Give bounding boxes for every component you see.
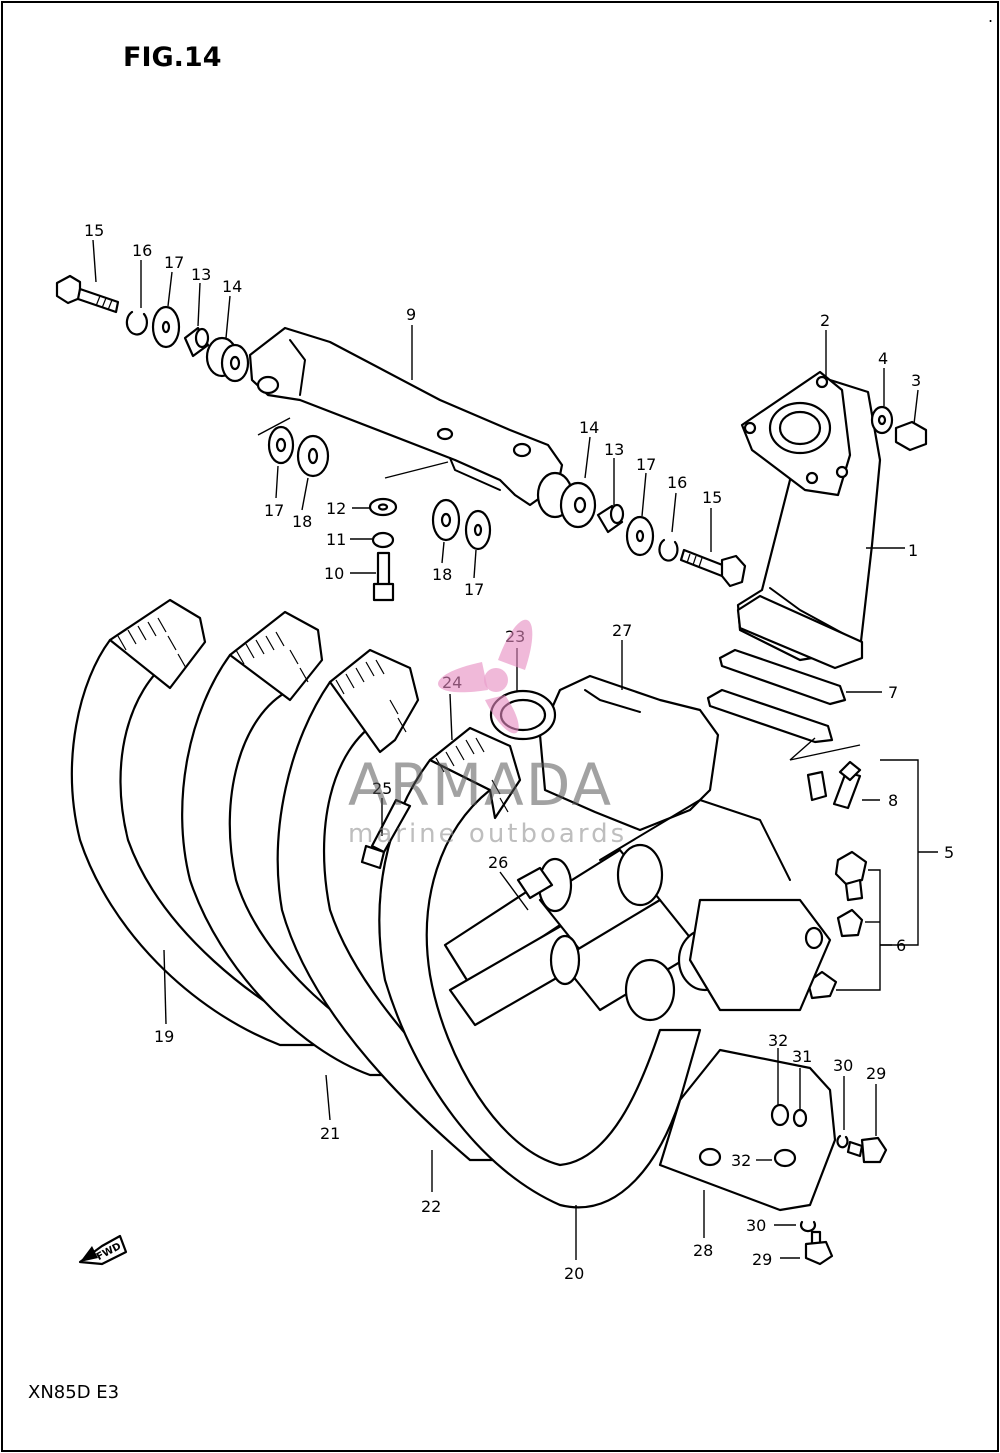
washer-16-right bbox=[658, 538, 679, 562]
corner-mark: . bbox=[988, 7, 993, 26]
callout-25: 25 bbox=[372, 779, 392, 798]
leader-lines bbox=[92, 239, 938, 1260]
clamp-26 bbox=[516, 866, 554, 900]
callout-28: 28 bbox=[693, 1241, 713, 1260]
bolt-29-upper bbox=[846, 1136, 888, 1164]
washer-18-mid bbox=[431, 498, 461, 542]
bush-31 bbox=[792, 1108, 808, 1128]
bolt-15-left bbox=[55, 274, 120, 314]
callout-1: 1 bbox=[908, 541, 918, 560]
bolt-25 bbox=[360, 798, 412, 870]
callout-17: 17 bbox=[464, 580, 484, 599]
callout-17: 17 bbox=[164, 253, 184, 272]
propeller-logo-icon bbox=[438, 619, 533, 734]
washer-30-lower bbox=[799, 1220, 817, 1233]
callout-29: 29 bbox=[866, 1064, 886, 1083]
callout-13: 13 bbox=[604, 440, 624, 459]
gasket-7-upper bbox=[718, 648, 847, 706]
collar-13-right bbox=[596, 503, 625, 534]
callout-9: 9 bbox=[406, 305, 416, 324]
washer-17-mid bbox=[464, 509, 492, 551]
gasket-flange-2 bbox=[740, 370, 852, 497]
callout-11: 11 bbox=[326, 530, 346, 549]
gasket-7-lower bbox=[706, 688, 834, 744]
callout-22: 22 bbox=[421, 1197, 441, 1216]
bolt-3 bbox=[894, 420, 928, 452]
watermark-brand: ARMADA bbox=[348, 751, 613, 819]
callout-18: 18 bbox=[432, 565, 452, 584]
callout-21: 21 bbox=[320, 1124, 340, 1143]
washer-18-lower bbox=[296, 434, 330, 478]
bush-32-upper bbox=[770, 1103, 790, 1127]
nut-11 bbox=[371, 531, 395, 549]
callout-17: 17 bbox=[264, 501, 284, 520]
watermark-tagline: marine outboards bbox=[348, 819, 627, 849]
callout-7: 7 bbox=[888, 683, 898, 702]
callout-13: 13 bbox=[191, 265, 211, 284]
callout-15: 15 bbox=[84, 221, 104, 240]
callout-16: 16 bbox=[132, 241, 152, 260]
callout-8: 8 bbox=[888, 791, 898, 810]
callout-17: 17 bbox=[636, 455, 656, 474]
fwd-arrow-icon: FWD bbox=[78, 1234, 128, 1266]
callout-18: 18 bbox=[292, 512, 312, 531]
model-code: XN85D E3 bbox=[28, 1382, 119, 1403]
callout-31: 31 bbox=[792, 1047, 812, 1066]
collar-13-left bbox=[183, 326, 210, 358]
watermark: ARMADA marine outboards bbox=[348, 619, 627, 849]
callout-14: 14 bbox=[579, 418, 599, 437]
bolt-10 bbox=[372, 551, 395, 602]
callout-5: 5 bbox=[944, 843, 954, 862]
callout-32: 32 bbox=[731, 1151, 751, 1170]
bush-14-right bbox=[536, 471, 597, 529]
callout-26: 26 bbox=[488, 853, 508, 872]
callout-4: 4 bbox=[878, 349, 888, 368]
washer-17-right bbox=[625, 515, 655, 557]
callout-30: 30 bbox=[833, 1056, 853, 1075]
callout-20: 20 bbox=[564, 1264, 584, 1283]
callout-2: 2 bbox=[820, 311, 830, 330]
cover-28 bbox=[658, 1048, 837, 1212]
clamp-parts-6 bbox=[806, 850, 868, 1000]
callout-19: 19 bbox=[154, 1027, 174, 1046]
callout-6: 6 bbox=[896, 936, 906, 955]
collector-tubes bbox=[443, 799, 832, 1027]
washer-17-lower bbox=[267, 425, 295, 465]
clamp-bolt-8 bbox=[806, 760, 862, 810]
callout-14: 14 bbox=[222, 277, 242, 296]
washer-16-left bbox=[125, 310, 148, 336]
callout-12: 12 bbox=[326, 499, 346, 518]
callout-30: 30 bbox=[746, 1216, 766, 1235]
footrest-bracket bbox=[248, 326, 564, 507]
bolt-15-right bbox=[679, 548, 747, 588]
callout-3: 3 bbox=[911, 371, 921, 390]
washer-30-upper bbox=[836, 1134, 849, 1149]
callout-15: 15 bbox=[702, 488, 722, 507]
callout-32: 32 bbox=[768, 1031, 788, 1050]
callout-16: 16 bbox=[667, 473, 687, 492]
callout-27: 27 bbox=[612, 621, 632, 640]
bush-14-left bbox=[205, 336, 250, 383]
callout-29: 29 bbox=[752, 1250, 772, 1269]
washer-4 bbox=[870, 405, 894, 435]
bolt-29-lower bbox=[804, 1230, 834, 1266]
callout-10: 10 bbox=[324, 564, 344, 583]
figure-title: FIG.14 bbox=[123, 42, 221, 73]
